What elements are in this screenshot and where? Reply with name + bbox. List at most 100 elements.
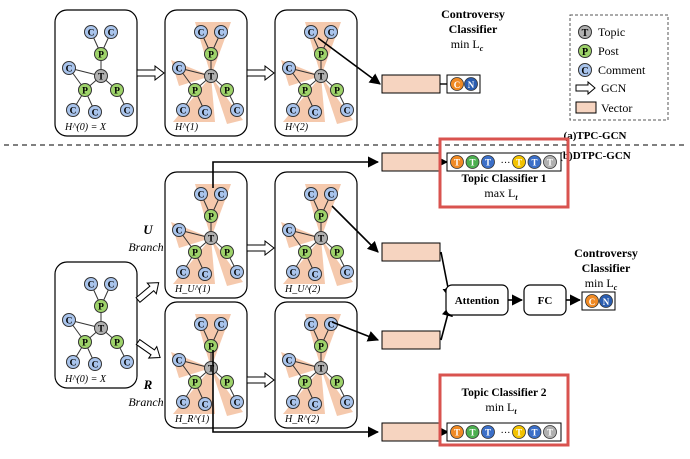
topic-badge-icon: [450, 155, 464, 169]
graph-state-label: H^(0) = X: [64, 374, 107, 385]
comment-node-glyph: C: [218, 29, 225, 39]
post-node-glyph: P: [302, 87, 308, 97]
post-node-icon: [220, 83, 234, 97]
connector-u-h1-to-vector: [212, 156, 380, 188]
branch-arrow: [135, 282, 160, 304]
gcn-arrow-icon: [246, 239, 275, 257]
comment-node-icon: [230, 103, 244, 117]
topic-badge-icon: [481, 425, 495, 439]
post-node-glyph: P: [192, 379, 198, 389]
comment-node-glyph: C: [308, 191, 315, 201]
post-node-glyph: P: [318, 51, 324, 61]
legend-post-glyph: P: [582, 47, 588, 58]
post-node-glyph: P: [82, 87, 88, 97]
comment-node-icon: [176, 103, 190, 117]
section-b-label: (b)DTPC-GCN: [559, 150, 631, 162]
comment-node-icon: [286, 395, 300, 409]
post-node-glyph: P: [114, 339, 120, 349]
topic-badge-glyph: T: [454, 158, 460, 168]
post-node-icon: [330, 83, 344, 97]
badge-n-text: N: [468, 80, 475, 90]
legend-comment-glyph: C: [581, 66, 588, 77]
post-node-icon: [298, 375, 312, 389]
post-node-icon: [314, 209, 328, 223]
comment-node-glyph: C: [290, 399, 297, 409]
comment-node-glyph: C: [234, 269, 241, 279]
comment-node-icon: [214, 25, 228, 39]
topic-badge-icon: [527, 425, 542, 439]
comment-node-icon: [176, 265, 190, 279]
comment-node-icon: [66, 103, 80, 117]
branch-r-letter: R: [143, 377, 153, 392]
topic-badge-glyph: T: [531, 158, 537, 168]
graph-state-label: H^(1): [174, 122, 199, 133]
topic-classifier-1-highlight: [438, 137, 570, 209]
post-node-icon: [220, 245, 234, 259]
comment-node-glyph: C: [344, 399, 351, 409]
badge-c-text: C: [454, 80, 461, 90]
comment-node-glyph: C: [312, 109, 319, 119]
post-node-icon: [94, 47, 108, 61]
comment-node-icon: [324, 25, 338, 39]
post-node-glyph: P: [334, 249, 340, 259]
post-node-glyph: P: [98, 51, 104, 61]
comment-node-icon: [282, 223, 296, 237]
controversy-b-line1: Controversy: [574, 246, 638, 260]
comment-node-glyph: C: [344, 107, 351, 117]
controversy-a-objective: min Lc: [451, 37, 484, 53]
post-node-icon: [110, 83, 124, 97]
legend-gcn-arrow-icon: [575, 80, 596, 96]
comment-node-glyph: C: [66, 317, 73, 327]
topic-badge-glyph: T: [547, 428, 553, 438]
comment-node-glyph: C: [290, 269, 297, 279]
topic-node-glyph: T: [208, 235, 215, 245]
graph-state-label: H_R^(2): [284, 414, 320, 425]
comment-node-glyph: C: [290, 107, 297, 117]
gcn-arrows: [135, 64, 275, 389]
comment-node-icon: [88, 105, 102, 119]
post-node-icon: [78, 83, 92, 97]
attention-box: [445, 284, 509, 316]
post-node-glyph: P: [334, 87, 340, 97]
comment-node-icon: [286, 265, 300, 279]
post-node-glyph: P: [208, 343, 214, 353]
comment-node-glyph: C: [286, 357, 293, 367]
comment-node-glyph: C: [124, 107, 131, 117]
post-node-icon: [298, 245, 312, 259]
post-node-glyph: P: [318, 343, 324, 353]
comment-node-icon: [304, 317, 318, 331]
post-node-icon: [188, 375, 202, 389]
topic-classifier-2-title: Topic Classifier 2: [462, 387, 547, 399]
comment-node-icon: [340, 395, 354, 409]
comment-node-glyph: C: [70, 359, 77, 369]
comment-node-glyph: C: [234, 107, 241, 117]
topic-node-icon: [314, 231, 328, 245]
comment-node-glyph: C: [180, 107, 187, 117]
gcn-arrow-icon: [246, 64, 275, 82]
connector-a-to-vector: [317, 37, 381, 85]
badge-n-icon: [464, 77, 478, 91]
comment-node-glyph: C: [312, 271, 319, 281]
topic-classifier-2-highlight: [438, 373, 570, 447]
comment-node-icon: [88, 357, 102, 371]
topic-badge-glyph: T: [469, 428, 475, 438]
comment-node-glyph: C: [66, 65, 73, 75]
topic-node-icon: [94, 321, 108, 335]
post-node-glyph: P: [208, 213, 214, 223]
topic-badge-glyph: T: [547, 158, 553, 168]
comment-node-glyph: C: [202, 109, 209, 119]
comment-node-glyph: C: [328, 29, 335, 39]
topic-node-icon: [204, 231, 218, 245]
comment-node-glyph: C: [218, 321, 225, 331]
vector-u-top: [381, 152, 441, 172]
topic-badge-icon: [512, 425, 526, 439]
comment-node-glyph: C: [198, 321, 205, 331]
topic-node-glyph: T: [98, 73, 105, 83]
